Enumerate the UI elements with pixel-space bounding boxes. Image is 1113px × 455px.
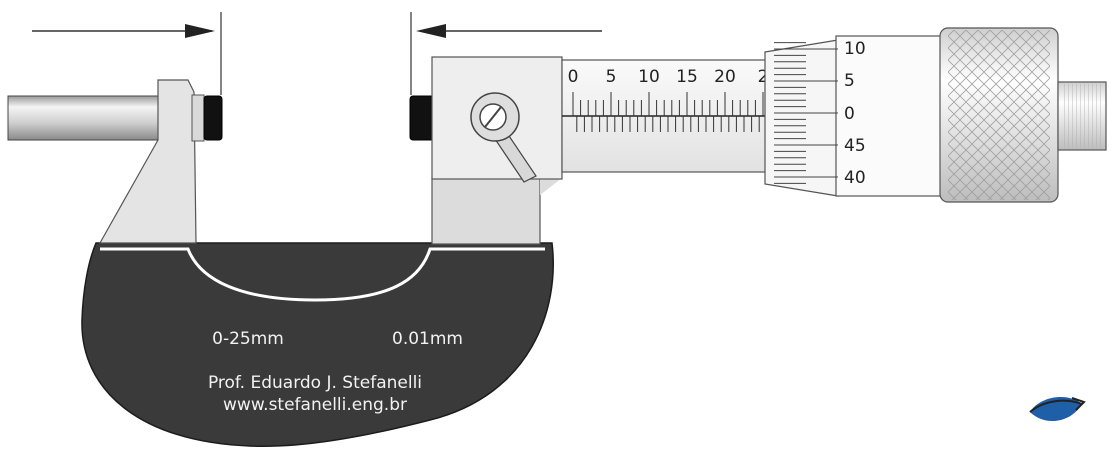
spindle-lock-lever [470, 92, 537, 183]
anvil-rod [7, 95, 164, 141]
thimble-knurled-grip [939, 27, 1059, 203]
thimble-scale-label: 40 [844, 168, 866, 188]
thimble-scale-label: 45 [844, 136, 866, 156]
sleeve-scale-label: 0 [568, 67, 579, 87]
spindle-housing [431, 56, 563, 245]
spindle-face [409, 95, 435, 141]
anvil-arm [98, 79, 205, 244]
sleeve-scale-label: 15 [676, 67, 698, 87]
sleeve-scale-label: 20 [714, 67, 736, 87]
sleeve-scale-label: 5 [606, 67, 617, 87]
resolution-label: 0.01mm [392, 329, 463, 349]
thimble-scale-label: 10 [844, 39, 866, 59]
thimble-scale-label: 0 [844, 104, 855, 124]
sleeve-scale-label: 10 [638, 67, 660, 87]
eye-logo-icon [1029, 397, 1086, 422]
thimble-scale-ticks [774, 42, 838, 184]
sleeve-scale-label: 2 [758, 67, 769, 87]
micrometer-frame [81, 242, 554, 447]
right-measurement-arrow [410, 12, 602, 95]
thimble-scale-label: 5 [844, 71, 855, 91]
range-label: 0-25mm [212, 329, 284, 349]
sleeve: 0 5 10 15 20 2 [561, 59, 773, 173]
author-label: Prof. Eduardo J. Stefanelli [208, 373, 422, 393]
sleeve-scale-labels: 0 5 10 15 20 2 [568, 67, 769, 87]
left-measurement-arrow [32, 12, 222, 95]
sleeve-scale-ticks [572, 92, 768, 132]
anvil-face [203, 95, 223, 141]
website-label: www.stefanelli.eng.br [223, 395, 407, 415]
ratchet-stop [1057, 81, 1107, 151]
